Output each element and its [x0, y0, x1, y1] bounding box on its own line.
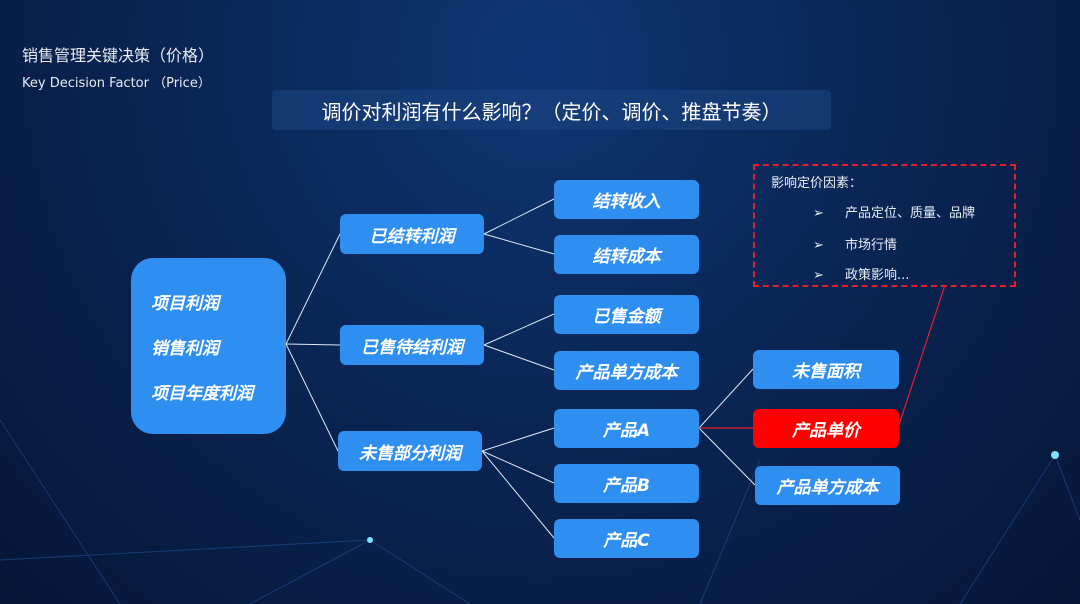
slide-title: 销售管理关键决策（价格）: [22, 46, 215, 65]
node-product-b: 产品B: [554, 464, 699, 503]
factor-item: ➢市场行情: [813, 238, 898, 253]
root-item: 项目利润: [151, 293, 219, 314]
node-settled-revenue: 结转收入: [554, 180, 699, 219]
glow-node: [1051, 451, 1059, 459]
node-sold-unsettled-profit: 已售待结利润: [340, 325, 484, 365]
root-item: 销售利润: [151, 338, 219, 359]
bullet-arrow-icon: ➢: [813, 238, 824, 253]
slide-subtitle: Key Decision Factor （Price）: [22, 76, 211, 91]
node-unsold-area: 未售面积: [753, 350, 899, 389]
node-sold-amount: 已售金额: [554, 295, 699, 334]
factor-item: ➢产品定位、质量、品牌: [813, 206, 976, 221]
factors-heading: 影响定价因素：: [771, 176, 863, 191]
node-unit-cost: 产品单方成本: [554, 351, 699, 390]
factor-item: ➢政策影响...: [813, 268, 910, 283]
bullet-arrow-icon: ➢: [813, 268, 824, 283]
node-product-c: 产品C: [554, 519, 699, 558]
question-banner: 调价对利润有什么影响？（定价、调价、推盘节奏）: [272, 90, 831, 130]
node-product-a: 产品A: [554, 409, 699, 448]
node-product-unit-cost: 产品单方成本: [755, 466, 900, 505]
node-unit-price: 产品单价: [753, 409, 899, 448]
root-item: 项目年度利润: [151, 383, 253, 404]
root-profit-node: 项目利润 销售利润 项目年度利润: [131, 258, 286, 434]
node-settled-cost: 结转成本: [554, 235, 699, 274]
node-settled-profit: 已结转利润: [340, 214, 484, 254]
background-network: [0, 419, 1080, 604]
pricing-factors-callout: 影响定价因素： ➢产品定位、质量、品牌 ➢市场行情 ➢政策影响...: [753, 164, 1016, 287]
node-unsold-profit: 未售部分利润: [338, 431, 482, 471]
bullet-arrow-icon: ➢: [813, 206, 824, 221]
glow-node: [367, 537, 373, 543]
